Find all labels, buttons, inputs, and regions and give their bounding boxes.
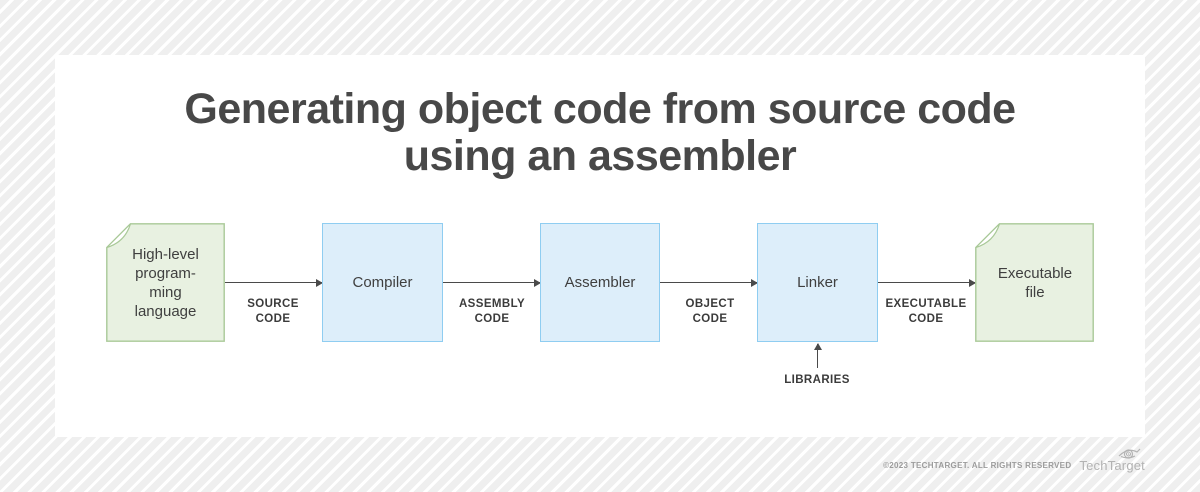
node-assembler: Assembler (540, 223, 660, 342)
node-label-executable-file: Executable file (997, 264, 1073, 301)
node-label-high-level-language: High-level program- ming language (132, 245, 199, 320)
arrowhead-right-icon (316, 278, 323, 287)
edge-label-source-code: SOURCE CODE (247, 298, 299, 325)
edge-label-object-code: OBJECT CODE (685, 298, 735, 325)
arrow-source-to-compiler (225, 278, 323, 287)
arrow-compiler-to-assembler (443, 278, 541, 287)
arrowhead-right-icon (534, 278, 541, 287)
document-shape-icon (106, 223, 225, 342)
node-high-level-language: High-level program- ming language (106, 223, 225, 342)
copyright-text: ©2023 TECHTARGET. ALL RIGHTS RESERVED (883, 461, 1072, 470)
arrowhead-up-icon (813, 343, 822, 350)
arrow-libraries-to-linker (813, 343, 822, 368)
arrowhead-right-icon (751, 278, 758, 287)
document-shape-icon (975, 223, 1094, 342)
arrow-assembler-to-linker (660, 278, 758, 287)
edge-label-executable-code: EXECUTABLE CODE (885, 298, 967, 325)
node-label-assembler: Assembler (564, 274, 636, 291)
node-compiler: Compiler (322, 223, 443, 342)
node-label-linker: Linker (797, 274, 838, 291)
techtarget-logo: TechTarget (1079, 446, 1145, 473)
node-executable-file: Executable file (975, 223, 1095, 342)
footer: ©2023 TECHTARGET. ALL RIGHTS RESERVED Te… (883, 446, 1145, 473)
arrowhead-right-icon (969, 278, 976, 287)
arrow-linker-to-executable (878, 278, 976, 287)
edge-label-libraries: LIBRARIES (784, 374, 850, 386)
node-linker: Linker (757, 223, 878, 342)
techtarget-wordmark: TechTarget (1079, 458, 1145, 473)
page-title: Generating object code from source code … (184, 85, 1016, 180)
edge-label-assembly-code: ASSEMBLY CODE (458, 298, 526, 325)
techtarget-eye-icon (1118, 448, 1141, 459)
node-label-compiler: Compiler (352, 274, 413, 291)
